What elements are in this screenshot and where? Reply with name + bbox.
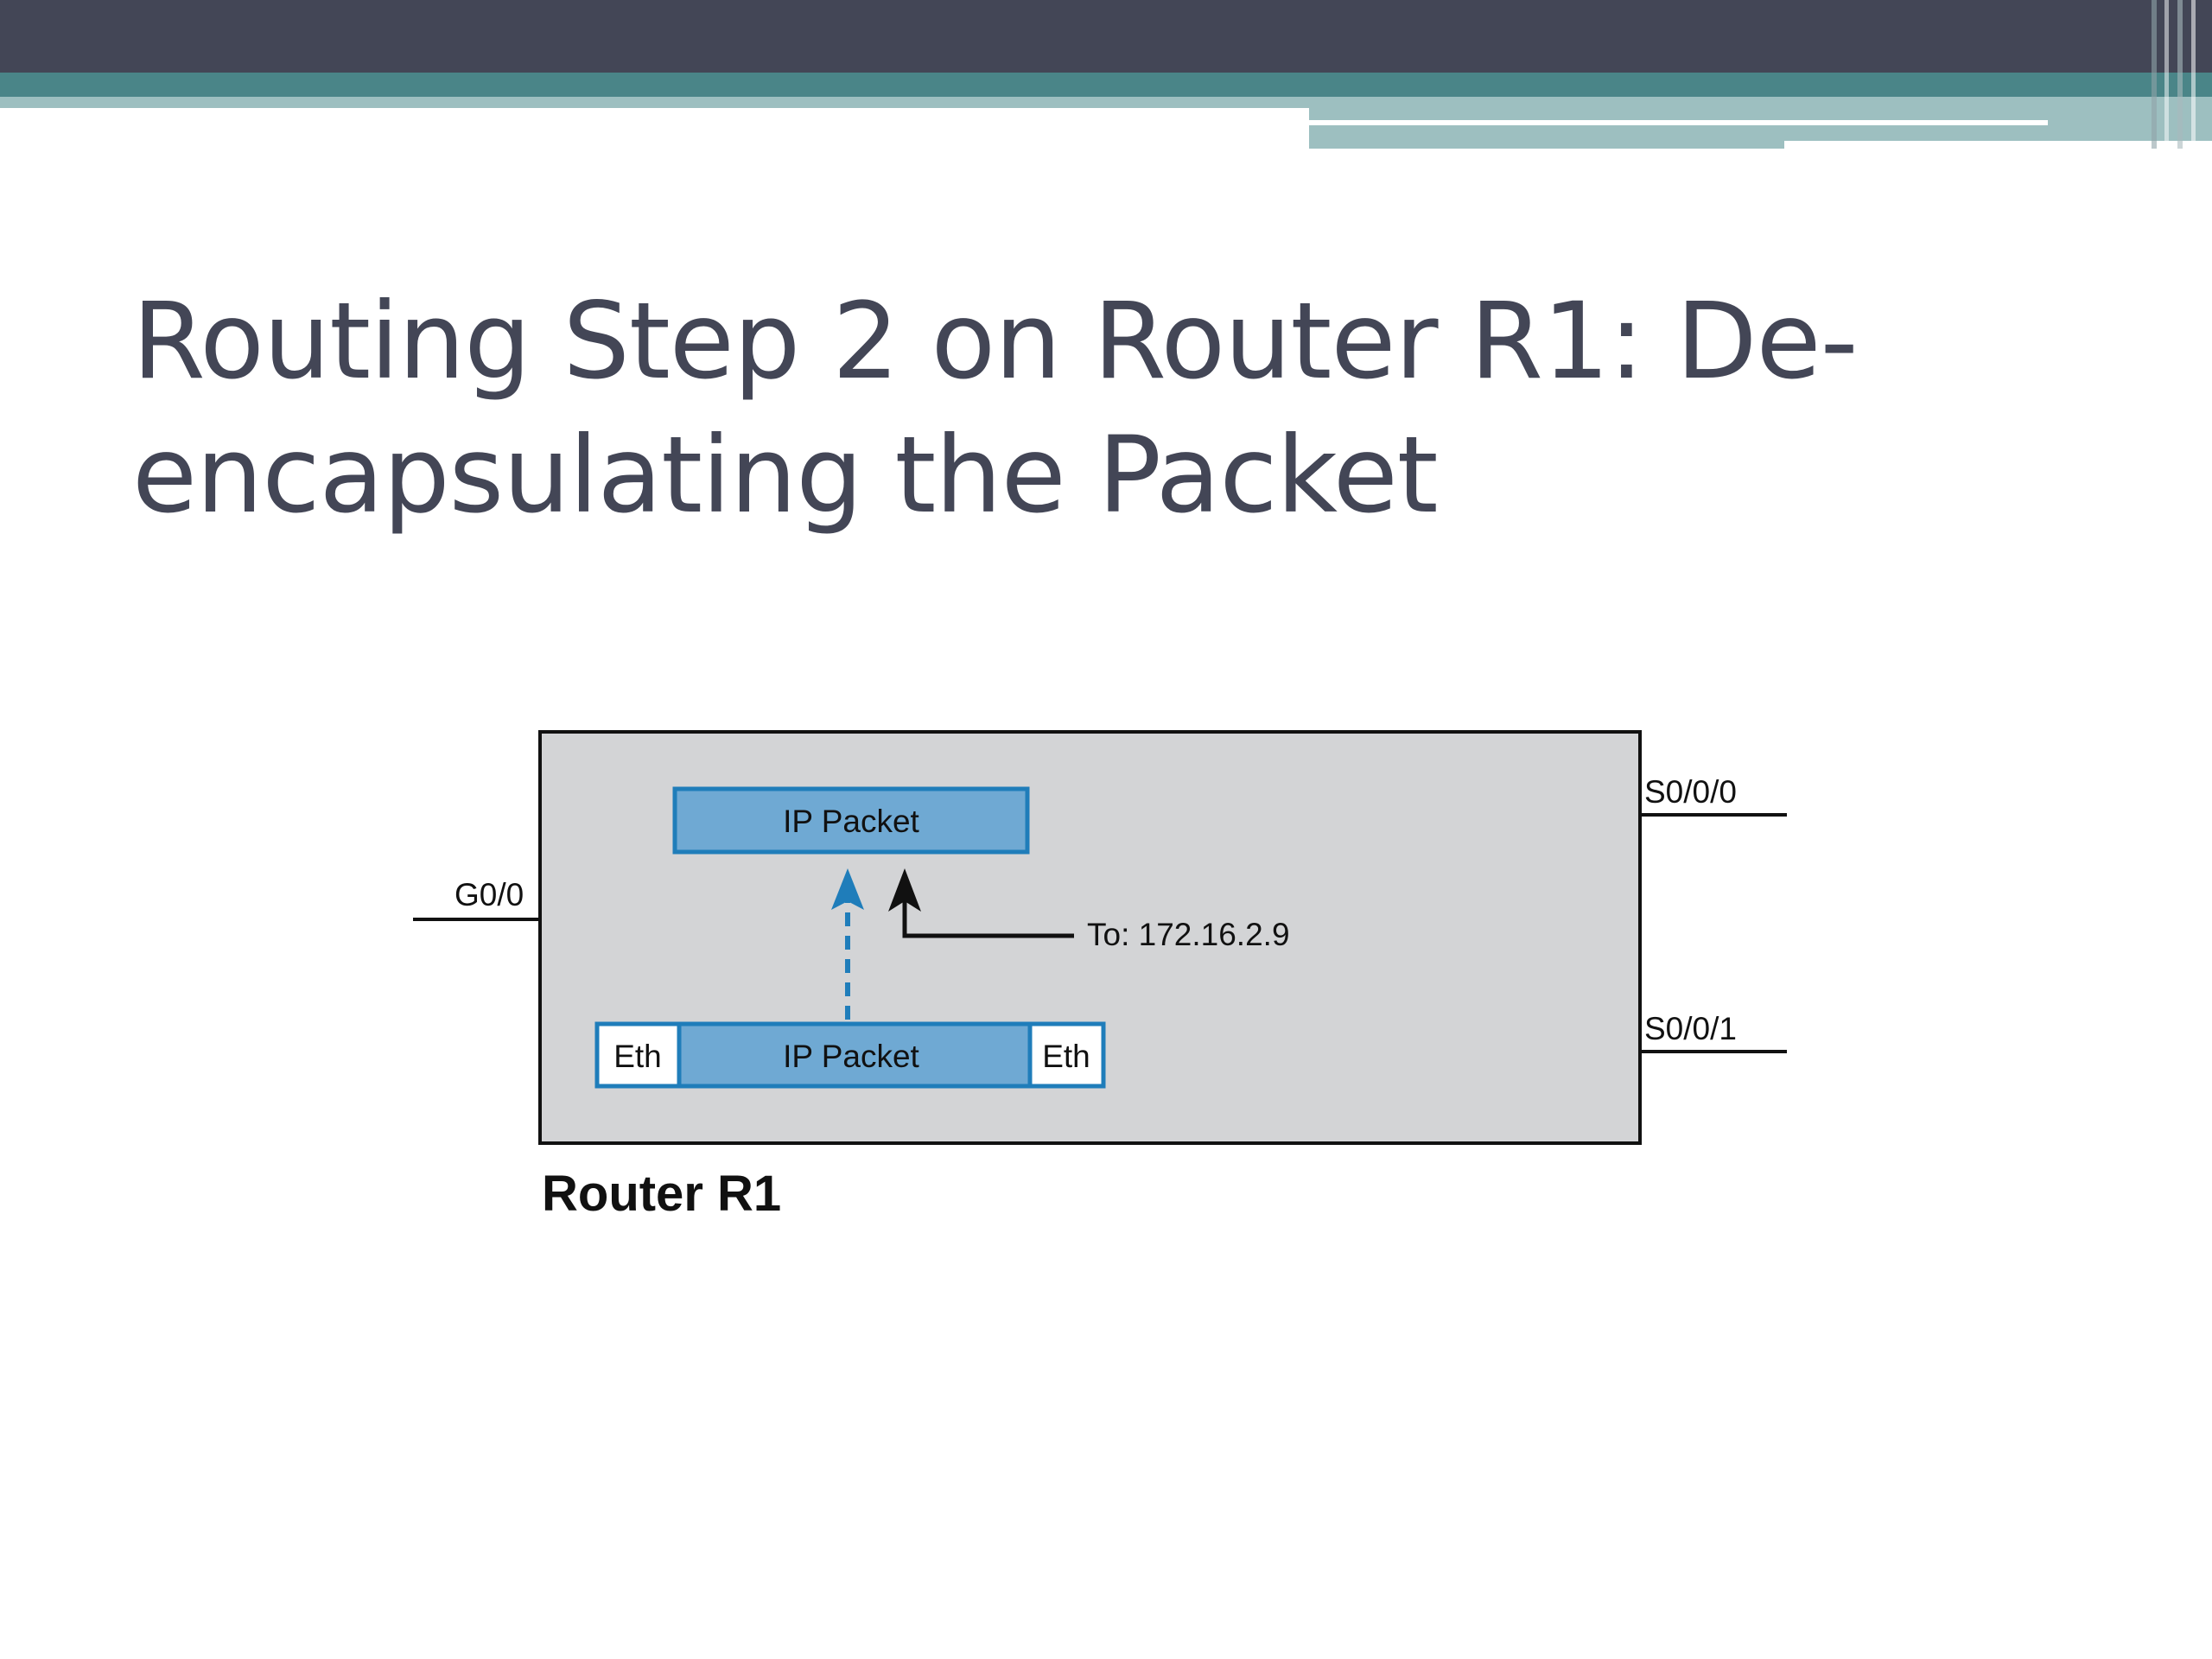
banner-end-strip-3 (2177, 0, 2183, 149)
frame-payload-label: IP Packet (783, 1039, 919, 1074)
slide-title-line-1: Routing Step 2 on Router R1: De- (132, 280, 1859, 403)
destination-callout-arrowhead (888, 868, 921, 912)
destination-note: To: 172.16.2.9 (1087, 917, 1290, 952)
ip-packet-label: IP Packet (783, 804, 919, 839)
destination-callout-line (902, 890, 1074, 938)
banner-end-strip-4 (2191, 0, 2196, 149)
banner-dark-bar (0, 0, 2212, 73)
banner-white-line (1309, 120, 2048, 125)
frame-trailer-label: Eth (1042, 1039, 1090, 1074)
frame-header-label: Eth (613, 1039, 662, 1074)
decapsulation-arrowhead (831, 868, 864, 910)
slide-header-banner (0, 0, 2212, 156)
interface-label-s0-0-0: S0/0/0 (1644, 774, 1737, 810)
slide-title: Routing Step 2 on Router R1: De- encapsu… (132, 275, 2033, 543)
banner-teal-bar (0, 73, 2212, 97)
frame-header-box (594, 1021, 682, 1089)
banner-end-strip-2 (2164, 0, 2169, 149)
frame-trailer-box (1027, 1021, 1106, 1089)
banner-light-stripe (0, 97, 1309, 108)
banner-end-strip-1 (2152, 0, 2157, 149)
slide-title-line-2: encapsulating the Packet (132, 414, 1439, 537)
router-caption: Router R1 (542, 1166, 781, 1222)
interface-label-s0-0-1: S0/0/1 (1644, 1011, 1737, 1046)
interface-label-g0-0: G0/0 (454, 877, 524, 912)
ip-packet-box (672, 786, 1030, 855)
banner-white-edge (1784, 141, 2212, 156)
